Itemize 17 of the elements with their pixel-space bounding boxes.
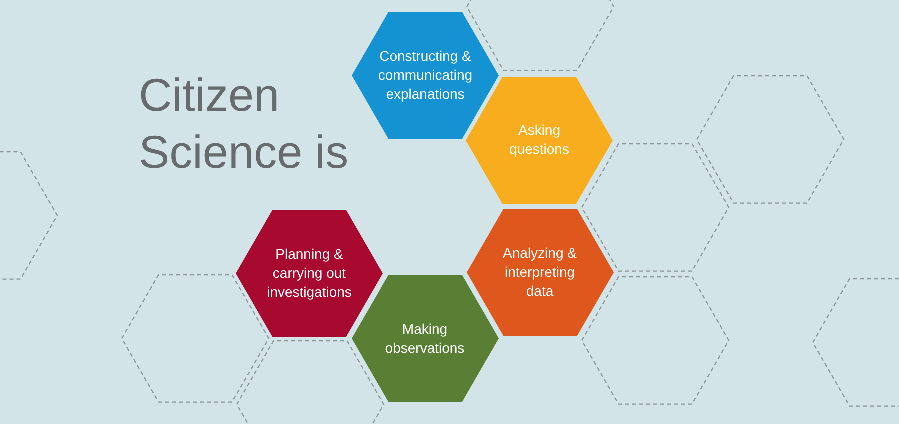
practice-label: Planning & carrying out investigations [266,245,353,302]
dashed-hexagon-outline [696,74,844,204]
title: Citizen Science is [139,68,350,180]
dashed-hexagon-outline [580,276,730,406]
practice-label: Constructing & communicating explanations [378,46,474,104]
practice-label: Making observations [384,320,466,358]
dashed-hexagon-outline [236,340,384,424]
practice-label: Asking questions [508,121,570,160]
dashed-hexagon-outline [580,143,730,273]
practice-hexagon [352,275,498,403]
practice-hexagon [236,210,383,338]
practice-hexagon [466,209,614,337]
practice-hexagon [352,12,499,140]
dashed-hexagon-outline [0,150,58,280]
practice-label: Analyzing & interpreting data [502,244,578,302]
dashed-hexagon-outline [120,274,270,404]
dashed-hexagon-outline [812,278,899,408]
